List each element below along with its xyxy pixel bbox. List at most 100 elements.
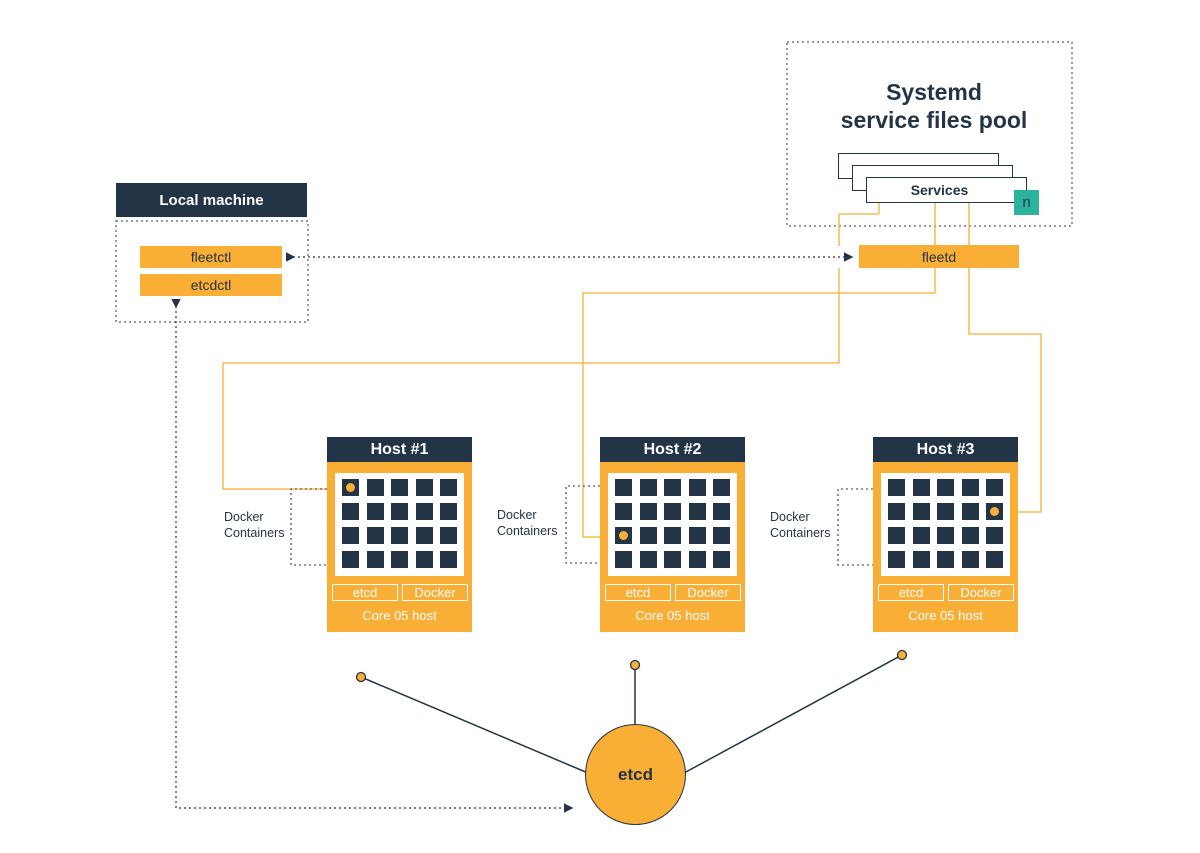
host2-container[interactable]: [688, 527, 706, 544]
service-pool-title-line1: Systemd: [886, 79, 982, 105]
host1-container[interactable]: [391, 551, 408, 568]
host2-container[interactable]: [639, 479, 657, 496]
host2-container[interactable]: [664, 503, 681, 520]
host1-container[interactable]: [342, 527, 359, 544]
etcd-spoke-2-end: [629, 659, 641, 671]
host2-docker-chip: Docker: [675, 584, 741, 601]
fleetd-host1-link: [222, 268, 840, 490]
host3-container[interactable]: [937, 527, 954, 544]
host1-container[interactable]: [415, 503, 433, 520]
host3-container[interactable]: [912, 479, 930, 496]
host2-container[interactable]: [639, 503, 657, 520]
host2-container[interactable]: [688, 551, 706, 568]
host2-container[interactable]: [713, 551, 730, 568]
host2-container[interactable]: [615, 479, 632, 496]
host1-scheduled-unit-dot: [346, 483, 355, 492]
host3-container[interactable]: [986, 503, 1003, 520]
host1-container[interactable]: [415, 527, 433, 544]
host2-container[interactable]: [688, 479, 706, 496]
host3-docker-chip: Docker: [948, 584, 1014, 601]
host3-container[interactable]: [961, 503, 979, 520]
host1-container[interactable]: [440, 479, 457, 496]
host1-container[interactable]: [415, 479, 433, 496]
host1-container[interactable]: [440, 551, 457, 568]
host2-container[interactable]: [713, 527, 730, 544]
host1-container[interactable]: [342, 479, 359, 496]
host2-container[interactable]: [664, 479, 681, 496]
host1-container[interactable]: [342, 503, 359, 520]
host2-container[interactable]: [688, 503, 706, 520]
fleetd-host2-link: [582, 268, 936, 538]
host1-docker-containers-label-line2: Containers: [224, 526, 285, 540]
host3-container[interactable]: [937, 479, 954, 496]
host3-container[interactable]: [986, 479, 1003, 496]
service-pool-title: Systemd service files pool: [786, 78, 1082, 134]
host1-docker-chip: Docker: [402, 584, 468, 601]
host2-container[interactable]: [664, 527, 681, 544]
host2-container[interactable]: [713, 503, 730, 520]
host3-docker-containers-label-line2: Containers: [770, 526, 831, 540]
host3-container-bracket: [837, 488, 873, 566]
host3-core-label: Core 05 host: [908, 608, 983, 623]
host3-container[interactable]: [961, 527, 979, 544]
local-machine-frame: [115, 220, 309, 323]
host3-container[interactable]: [888, 527, 905, 544]
service-pool-frame: [786, 41, 1073, 227]
service-pool-title-line2: service files pool: [840, 107, 1028, 133]
host3-scheduled-unit-dot: [990, 507, 999, 516]
host2-container[interactable]: [615, 551, 632, 568]
host2-container[interactable]: [615, 503, 632, 520]
services-count-badge: n: [1014, 190, 1039, 215]
host3-container[interactable]: [888, 551, 905, 568]
host3-container[interactable]: [937, 503, 954, 520]
host3-etcd-chip: etcd: [878, 584, 944, 601]
host3-container[interactable]: [961, 551, 979, 568]
host3-container[interactable]: [888, 479, 905, 496]
host1-container[interactable]: [415, 551, 433, 568]
host1-container[interactable]: [391, 503, 408, 520]
host1-container[interactable]: [342, 551, 359, 568]
host1-container[interactable]: [440, 503, 457, 520]
host1-container-bracket: [290, 488, 327, 566]
host2-container-bracket: [565, 485, 600, 564]
host3-container[interactable]: [937, 551, 954, 568]
host1-container[interactable]: [366, 503, 384, 520]
fleetctl-tool[interactable]: fleetctl: [140, 246, 282, 268]
etcdctl-tool[interactable]: etcdctl: [140, 274, 282, 296]
host2-container[interactable]: [664, 551, 681, 568]
host2-docker-containers-label-line2: Containers: [497, 524, 558, 538]
service-card-front[interactable]: Services: [866, 177, 1027, 203]
host3-container[interactable]: [888, 503, 905, 520]
host1-core-label: Core 05 host: [362, 608, 437, 623]
host1-container[interactable]: [366, 479, 384, 496]
host3-container[interactable]: [912, 551, 930, 568]
host2-scheduled-unit-dot: [619, 531, 628, 540]
host3-container[interactable]: [912, 503, 930, 520]
host2-container[interactable]: [713, 479, 730, 496]
host1-container[interactable]: [366, 527, 384, 544]
host3-container[interactable]: [961, 479, 979, 496]
host3-container[interactable]: [912, 527, 930, 544]
host2-core-label: Core 05 host: [635, 608, 710, 623]
host2-container[interactable]: [639, 551, 657, 568]
host2-docker-containers-label-line1: Docker: [497, 508, 537, 522]
host1-container[interactable]: [391, 527, 408, 544]
etcd-spoke-1-end: [355, 671, 367, 683]
services-label: Services: [910, 182, 969, 198]
host3-header: Host #3: [873, 437, 1018, 462]
etcd-spoke-3: [683, 654, 903, 774]
etcd-spoke-1: [360, 676, 589, 774]
etcd-cluster-node[interactable]: etcd: [585, 724, 686, 825]
host1-container[interactable]: [440, 527, 457, 544]
host3-container[interactable]: [986, 527, 1003, 544]
local-machine-header: Local machine: [116, 183, 307, 217]
host1-etcd-chip: etcd: [332, 584, 398, 601]
host2-container[interactable]: [615, 527, 632, 544]
host2-container[interactable]: [639, 527, 657, 544]
host1-container[interactable]: [391, 479, 408, 496]
fleetd-bar[interactable]: fleetd: [859, 245, 1019, 268]
host3-container[interactable]: [986, 551, 1003, 568]
host1-container[interactable]: [366, 551, 384, 568]
